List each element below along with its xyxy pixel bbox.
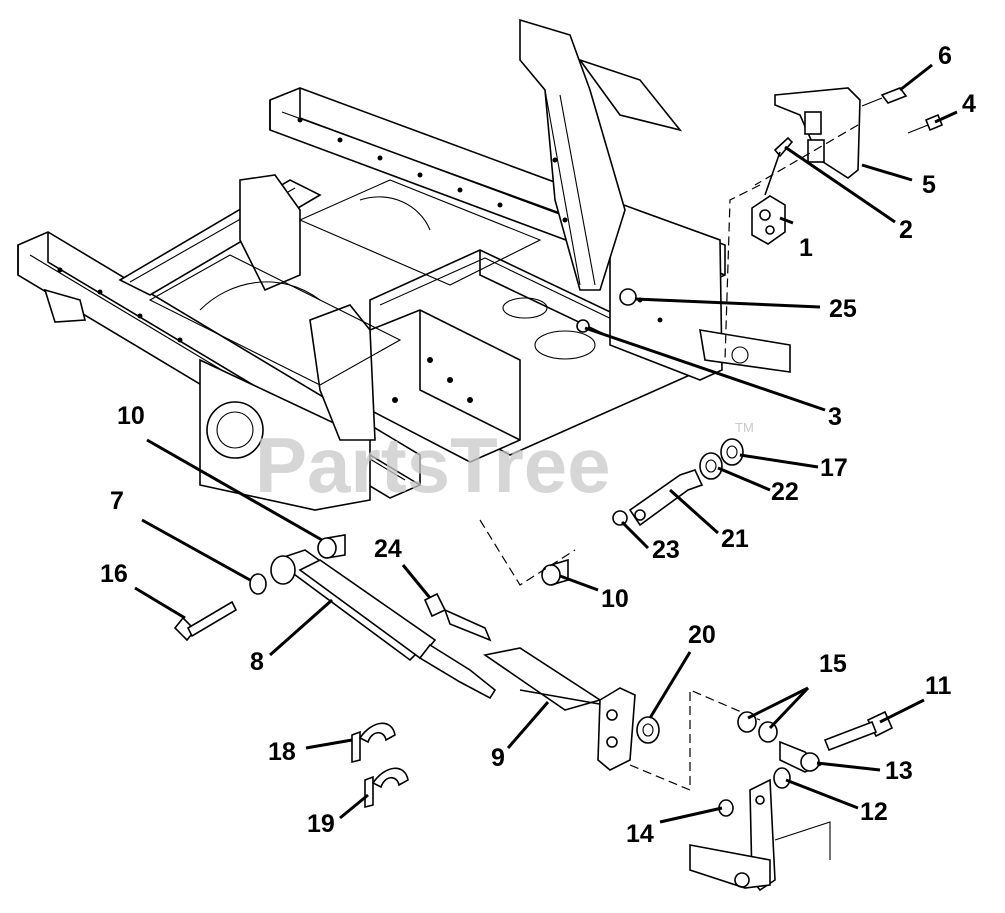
- label-8: 8: [250, 648, 264, 676]
- part-1-valve: [751, 195, 786, 245]
- label-23: 23: [652, 536, 680, 564]
- watermark-trademark: TM: [735, 420, 754, 435]
- leader-lines: [134, 63, 958, 824]
- part-9-rod: [482, 647, 636, 771]
- label-6: 6: [938, 42, 952, 70]
- label-13: 13: [885, 757, 913, 785]
- label-5: 5: [922, 171, 936, 199]
- label-14: 14: [626, 820, 654, 848]
- part-21-link: [628, 469, 704, 527]
- part-10-spacer-lower: [541, 558, 569, 586]
- label-22: 22: [771, 478, 799, 506]
- part-10-spacer-upper: [317, 534, 346, 559]
- label-3: 3: [828, 403, 842, 431]
- label-25: 25: [829, 295, 857, 323]
- part-18-clip: [351, 722, 396, 764]
- part-2-lever: [764, 136, 794, 196]
- label-9: 9: [491, 744, 505, 772]
- watermark: PartsTree TM: [255, 420, 754, 509]
- part-5-bracket: [724, 87, 861, 361]
- part-6-bolt: [861, 87, 908, 107]
- label-15: 15: [819, 650, 847, 678]
- rear-bracket: [689, 778, 831, 892]
- part-22-washer: [699, 452, 723, 480]
- label-16: 16: [100, 560, 128, 588]
- part-20-nut: [636, 716, 660, 744]
- part-12-washer: [773, 767, 791, 789]
- label-12: 12: [860, 798, 888, 826]
- label-4: 4: [962, 90, 976, 118]
- tractor-frame: [17, 18, 791, 511]
- part-13-rod-end: [779, 740, 822, 773]
- part-7-washer: [249, 573, 267, 595]
- label-10a: 10: [117, 402, 145, 430]
- part-8-cylinder: [270, 549, 497, 700]
- callout-labels: 1 2 3 4 5 6 7 8 9 10 10 11 12 13 14 15 1…: [100, 42, 976, 848]
- watermark-text: PartsTree: [255, 421, 611, 509]
- part-4-screw: [907, 113, 944, 134]
- label-18: 18: [268, 738, 296, 766]
- label-20: 20: [688, 621, 716, 649]
- spacer-guide-line: [479, 519, 576, 586]
- part-16-bolt: [173, 600, 238, 642]
- part-24-nut: [423, 592, 492, 642]
- part-17-nut: [720, 438, 744, 466]
- label-7: 7: [110, 487, 124, 515]
- label-17: 17: [820, 454, 848, 482]
- assembly-guide-line: [629, 689, 761, 791]
- part-25-washer: [619, 288, 637, 306]
- label-11: 11: [925, 672, 952, 700]
- label-24: 24: [374, 535, 402, 563]
- part-11-bolt: [823, 710, 894, 752]
- label-21: 21: [721, 525, 749, 553]
- label-10b: 10: [601, 585, 629, 613]
- part-19-clip: [364, 767, 409, 809]
- label-1: 1: [799, 234, 813, 262]
- label-2: 2: [899, 216, 913, 244]
- label-19: 19: [307, 810, 335, 838]
